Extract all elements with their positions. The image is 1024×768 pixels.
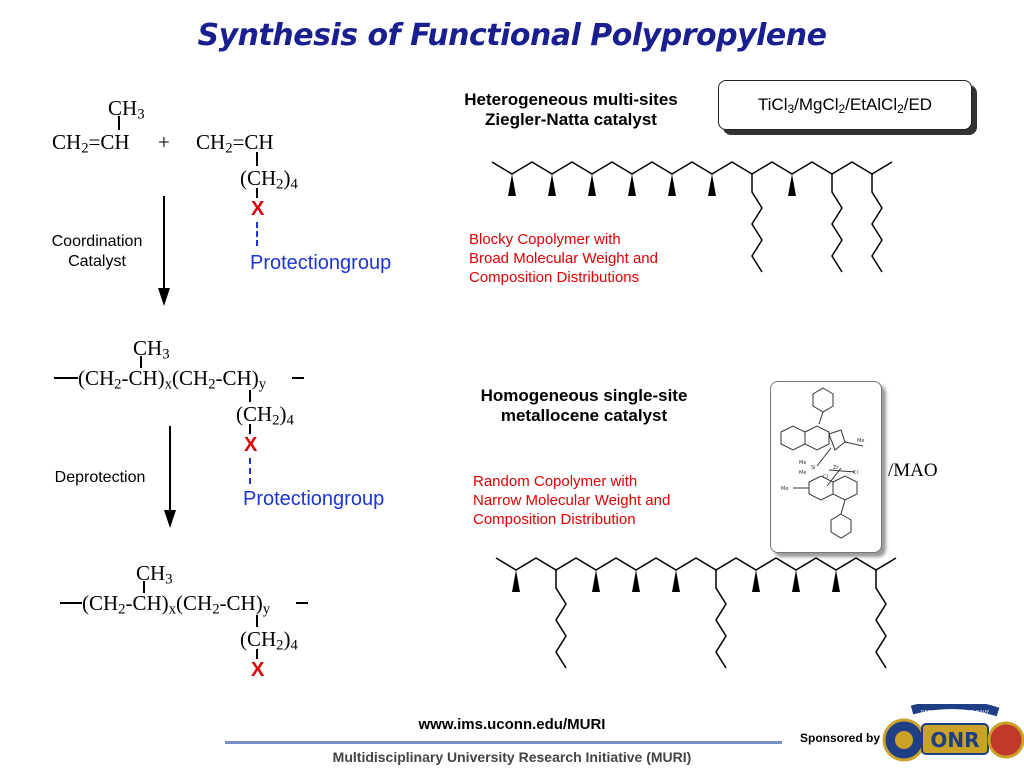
catalyst-formula-box: TiCl3/MgCl2/EtAlCl2/ED [718, 80, 972, 130]
footer-divider [225, 741, 782, 744]
cl-label: Cl [853, 470, 858, 476]
bond-line [118, 116, 120, 130]
bond-line [256, 615, 258, 627]
metallocene-molecule-icon: Me Me Me Me Si Zr Cl Cl [780, 387, 864, 539]
polymer-methyl: CH3 [133, 336, 170, 363]
page-title: Synthesis of Functional Polypropylene [197, 18, 827, 53]
methyl-wedge [628, 174, 636, 196]
heading-line: Ziegler-Natta catalyst [485, 110, 657, 129]
zr-label: Zr [833, 465, 839, 471]
reaction-arrow-down [164, 426, 176, 528]
blocky-copolymer-structure [491, 161, 893, 273]
polymer-backbone [491, 161, 893, 175]
methyl-wedge [588, 174, 596, 196]
me-label: Me [857, 438, 864, 444]
protection-group-label: Protectiongroup [243, 488, 385, 510]
bond-line [140, 356, 142, 368]
metallocene-structure-box: Me Me Me Me Si Zr Cl Cl [770, 381, 882, 553]
si-label: Si [811, 465, 816, 471]
polymer-methyl: CH3 [136, 561, 173, 588]
monomer2-chain: (CH2)4 [240, 166, 298, 193]
onr-text: ONR [930, 728, 979, 752]
alkyl-side-chain [751, 174, 763, 273]
description-line: Random Copolymer with [473, 473, 638, 490]
me-label: Me [799, 470, 806, 476]
onr-logo: ONR DEPARTMENT OF THE NAVY [882, 704, 1024, 762]
methyl-wedge [592, 570, 600, 592]
cl-label: Cl [823, 474, 828, 480]
monomer1-formula: CH2=CH [52, 130, 130, 157]
catalyst-formula: TiCl3/MgCl2/EtAlCl2/ED [757, 95, 933, 116]
description-line: Composition Distribution [473, 511, 636, 528]
methyl-wedge [708, 174, 716, 196]
bond-line [292, 377, 304, 379]
bond-line [143, 581, 145, 593]
methyl-wedge [668, 174, 676, 196]
functional-polymer-formula: (CH2-CH)x(CH2-CH)y [82, 591, 271, 618]
methyl-wedge [752, 570, 760, 592]
me-label: Me [781, 486, 788, 492]
protection-link [256, 222, 258, 246]
methyl-wedge [788, 174, 796, 196]
bond-line [256, 188, 258, 198]
alkyl-side-chain [555, 570, 567, 669]
methyl-wedge [832, 570, 840, 592]
metallocene-heading: Homogeneous single-site metallocene cata… [444, 386, 724, 426]
methyl-wedge [512, 570, 520, 592]
program-name: Multidisciplinary University Research In… [332, 749, 692, 765]
blocky-copolymer-description: Blocky Copolymer with Broad Molecular We… [469, 230, 658, 287]
alkyl-side-chain [831, 174, 843, 273]
description-line: Composition Distributions [469, 269, 640, 286]
functional-group-x: X [251, 198, 265, 220]
protected-polymer-chain: (CH2)4 [236, 402, 294, 429]
description-line: Narrow Molecular Weight and [473, 492, 671, 509]
monomer2-formula: CH2=CH [196, 130, 274, 157]
seal-text: DEPARTMENT OF THE NAVY [921, 710, 990, 716]
functional-polymer-chain: (CH2)4 [240, 627, 298, 654]
reaction-arrow-down [158, 196, 170, 306]
methyl-wedge [548, 174, 556, 196]
heading-line: Heterogeneous multi-sites [464, 90, 678, 109]
functional-group-x: X [244, 434, 258, 456]
cocatalyst-label: /MAO [888, 460, 938, 481]
ziegler-natta-heading: Heterogeneous multi-sites Ziegler-Natta … [436, 90, 706, 130]
random-copolymer-description: Random Copolymer with Narrow Molecular W… [473, 472, 670, 529]
polymer-backbone [495, 557, 897, 571]
description-line: Blocky Copolymer with [469, 231, 621, 248]
description-line: Broad Molecular Weight and [469, 250, 658, 267]
sponsored-by-label: Sponsored by [800, 731, 881, 745]
alkyl-side-chain [875, 570, 887, 669]
protection-group-label: Protectiongroup [250, 252, 392, 274]
coordination-catalyst-label: Coordination Catalyst [51, 233, 143, 270]
anchor-icon [895, 731, 913, 749]
protection-link [249, 458, 251, 484]
website-url[interactable]: www.ims.uconn.edu/MURI [418, 716, 606, 733]
alkyl-side-chain [715, 570, 727, 669]
marine-emblem-icon [987, 721, 1024, 759]
bond-line [249, 424, 251, 434]
protected-polymer-formula: (CH2-CH)x(CH2-CH)y [78, 366, 267, 393]
deprotection-label: Deprotection [54, 469, 146, 486]
bond-line [249, 390, 251, 402]
alkyl-side-chain [871, 174, 883, 273]
bond-line [296, 602, 308, 604]
me-label: Me [799, 460, 806, 466]
methyl-wedge [792, 570, 800, 592]
plus-sign: + [158, 130, 170, 154]
bond-line [256, 152, 258, 166]
methyl-wedge [672, 570, 680, 592]
bond-line [60, 602, 82, 604]
monomer1-methyl: CH3 [108, 96, 145, 123]
methyl-wedge [508, 174, 516, 196]
bond-line [54, 377, 78, 379]
functional-group-x: X [251, 659, 265, 681]
random-copolymer-structure [495, 557, 897, 669]
bond-line [256, 649, 258, 659]
heading-line: metallocene catalyst [500, 406, 668, 425]
methyl-wedge [632, 570, 640, 592]
heading-line: Homogeneous single-site [480, 386, 688, 405]
